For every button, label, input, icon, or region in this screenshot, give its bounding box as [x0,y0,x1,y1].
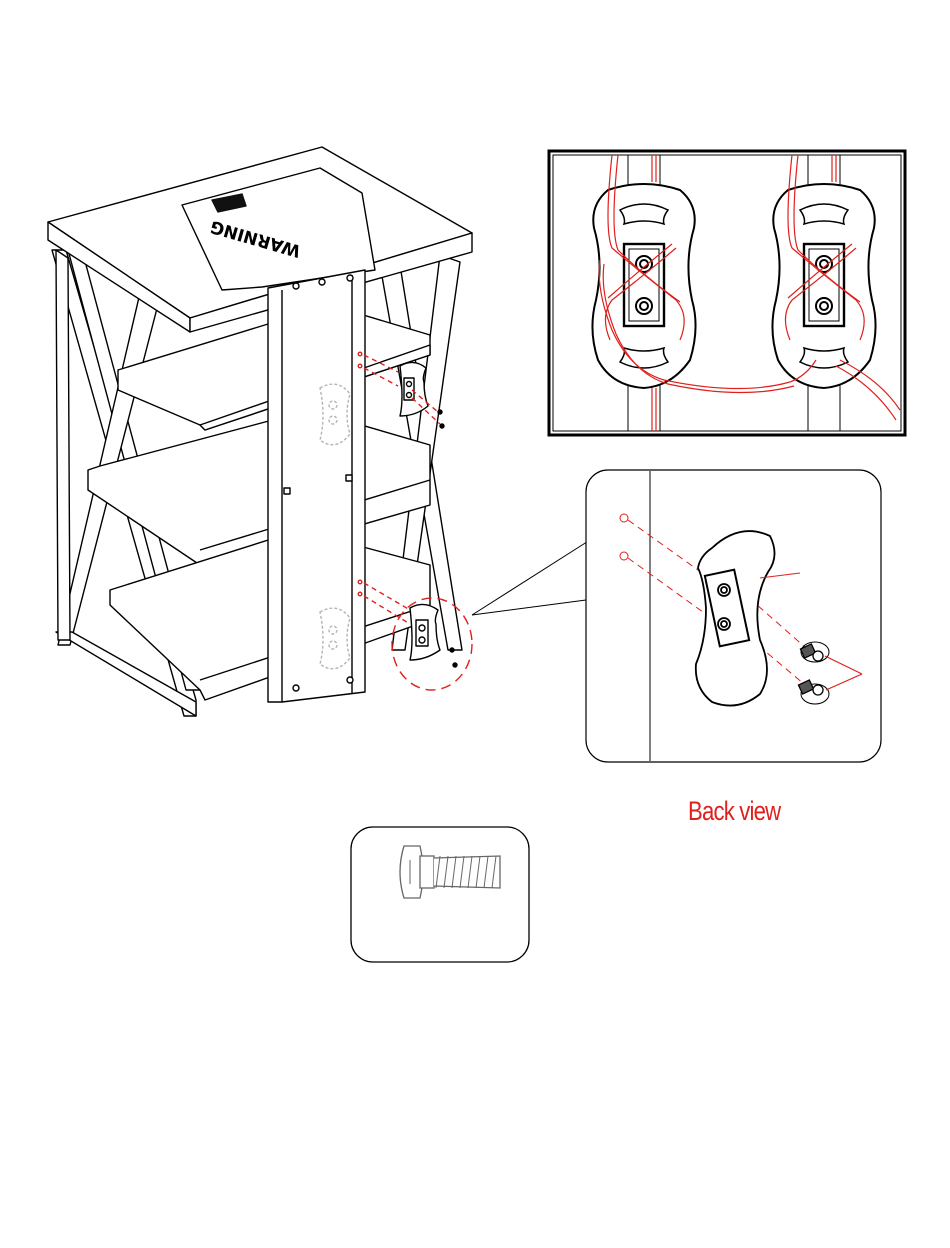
screw-upper-icon [438,410,444,428]
callout-leader [472,540,590,615]
tabletop-icon: WARNING [48,147,472,332]
bracket-upper-icon [400,362,428,416]
screw-lower-icon [450,648,457,667]
shelf-icon [88,305,430,700]
back-view-label: Back view [688,796,780,827]
cable-detail-panel [549,151,905,435]
screw-closeup-box [351,827,529,962]
back-strap-panel [268,270,365,702]
shelf-unit-illustration: WARNING [48,147,472,716]
bracket-lower-icon [410,604,440,660]
bracket-detail-callout [586,470,881,762]
